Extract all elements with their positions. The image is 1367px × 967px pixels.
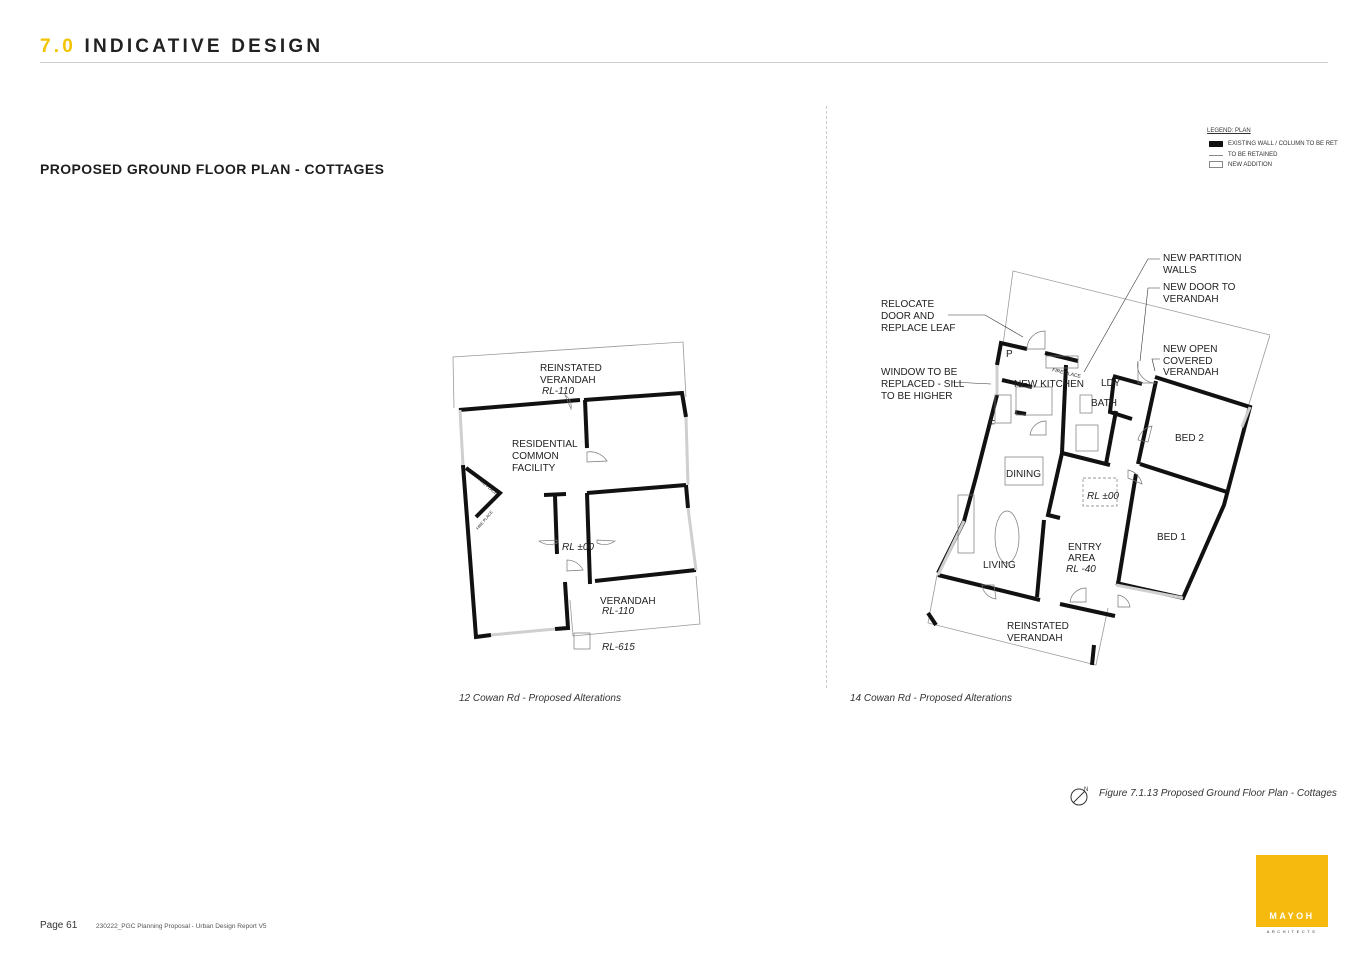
callout-open-1: NEW OPEN	[1163, 344, 1217, 355]
callout-relocate-3: REPLACE LEAF	[881, 323, 955, 334]
retained-walls	[936, 365, 1252, 600]
document-name: 230222_PGC Planning Proposal - Urban Des…	[96, 923, 267, 930]
label-bath: BATH	[1091, 398, 1117, 409]
label-fireplace-1: FIRE PLACE	[477, 477, 498, 496]
label-new-kitchen: NEW KITCHEN	[1014, 379, 1084, 390]
label-bed-2: BED 2	[1175, 433, 1204, 444]
page-number: Page 61	[40, 920, 78, 931]
label-rl-110-bottom: RL-110	[602, 606, 634, 617]
fixtures	[957, 330, 1157, 608]
existing-walls	[926, 340, 1253, 666]
callout-window-3: TO BE HIGHER	[881, 391, 953, 402]
label-rl-00: RL ±00	[562, 542, 594, 553]
label-rl-615: RL-615	[602, 642, 635, 653]
outline-new	[927, 270, 1270, 666]
logo-name: MAYOH	[1269, 911, 1315, 921]
label-rl-00: RL ±00	[1087, 491, 1119, 502]
label-ldy: LDY	[1101, 378, 1121, 389]
callout-partition-2: WALLS	[1163, 265, 1197, 276]
verandah-outline	[452, 341, 701, 637]
legend-swatch-outline	[1209, 161, 1223, 168]
label-reinstated-1: REINSTATED	[1007, 621, 1069, 632]
label-reinstated-2: VERANDAH	[1007, 633, 1063, 644]
label-reinstated-1: REINSTATED	[540, 363, 602, 374]
label-living: LIVING	[983, 560, 1016, 571]
legend-swatch-line	[1209, 154, 1223, 156]
label-residential-1: RESIDENTIAL	[512, 439, 578, 450]
plan-12-cowan-rd: REINSTATED VERANDAH RL-110 RESIDENTIAL C…	[452, 341, 701, 653]
north-arrow-icon: N	[1070, 787, 1088, 806]
callout-door-2: VERANDAH	[1163, 294, 1219, 305]
callout-window-1: WINDOW TO BE	[881, 367, 958, 378]
figure-caption: Figure 7.1.13 Proposed Ground Floor Plan…	[1099, 788, 1337, 799]
legend-item-existing: EXISTING WALL / COLUMN TO BE RET	[1209, 141, 1338, 147]
existing-walls	[458, 390, 698, 640]
legend-label: NEW ADDITION	[1228, 161, 1273, 168]
label-bed-1: BED 1	[1157, 532, 1186, 543]
label-entry-2: AREA	[1068, 553, 1096, 564]
label-p: P	[1006, 349, 1013, 360]
label-verandah: VERANDAH	[600, 596, 656, 607]
header-rule	[40, 62, 1328, 63]
legend-label: TO BE RETAINED	[1228, 152, 1278, 158]
label-residential-2: COMMON	[512, 451, 559, 462]
section-number: 7.0	[40, 36, 77, 57]
label-entry-1: ENTRY	[1068, 542, 1102, 553]
callout-relocate-1: RELOCATE	[881, 299, 934, 310]
logo-subtitle: ARCHITECTS	[1266, 929, 1318, 934]
callout-partition-1: NEW PARTITION	[1163, 253, 1242, 264]
callout-open-3: VERANDAH	[1163, 367, 1219, 378]
label-residential-3: FACILITY	[512, 463, 556, 474]
callout-leaders	[948, 258, 1160, 385]
section-title: INDICATIVE DESIGN	[84, 36, 324, 57]
label-rl-40: RL -40	[1066, 564, 1096, 575]
plan-divider	[826, 106, 827, 688]
plan-14-caption: 14 Cowan Rd - Proposed Alterations	[850, 693, 1012, 704]
callout-open-2: COVERED	[1163, 356, 1212, 367]
section-heading: 7.0 INDICATIVE DESIGN	[40, 36, 323, 58]
callout-relocate-2: DOOR AND	[881, 311, 934, 322]
callout-door-1: NEW DOOR TO	[1163, 282, 1236, 293]
label-reinstated-2: VERANDAH	[540, 375, 596, 386]
fireplace-wedge	[464, 466, 504, 519]
plan-14-cowan-rd: P F FIRE PLACE NEW KITCHEN LDY BATH DINI…	[881, 253, 1270, 666]
legend-item-retained: TO BE RETAINED	[1209, 152, 1277, 158]
legend-swatch-solid	[1209, 141, 1223, 147]
legend-item-new: NEW ADDITION	[1209, 161, 1272, 168]
mayoh-logo: MAYOH	[1256, 855, 1328, 927]
label-dining: DINING	[1006, 469, 1041, 480]
plan-12-caption: 12 Cowan Rd - Proposed Alterations	[459, 693, 621, 704]
north-label: N	[1084, 787, 1088, 793]
legend-label: EXISTING WALL / COLUMN TO BE RET	[1228, 141, 1338, 147]
door-swings	[538, 394, 616, 650]
label-f: F	[989, 419, 995, 430]
legend-title: LEGEND: PLAN	[1207, 128, 1251, 134]
label-rl-110-top: RL-110	[542, 386, 574, 397]
callout-window-2: REPLACED - SILL	[881, 379, 965, 390]
page-subtitle: PROPOSED GROUND FLOOR PLAN - COTTAGES	[40, 161, 385, 177]
